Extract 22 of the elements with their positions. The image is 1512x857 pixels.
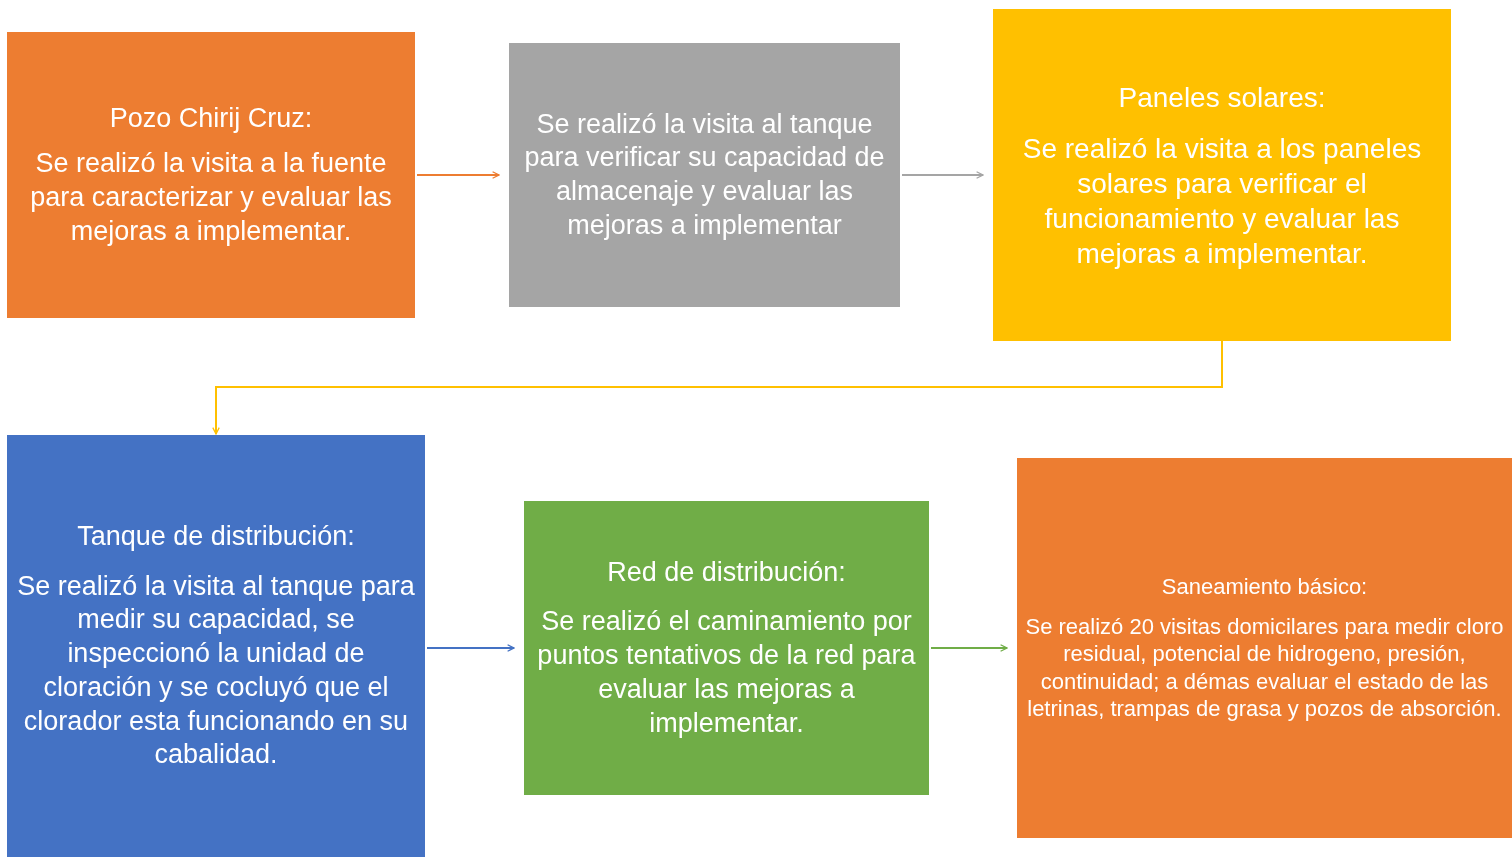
arrow [901, 171, 984, 179]
box-heading: Red de distribución: [607, 555, 846, 589]
box-text: Se realizó el caminamiento por puntos tentativos de la red para evaluar las mejoras a implementar. [536, 605, 917, 740]
process-box [7, 435, 425, 857]
process-box [7, 32, 415, 318]
process-box [1017, 458, 1512, 838]
arrow [212, 340, 1223, 435]
box-heading: Paneles solares: [1118, 80, 1326, 115]
box-text: Se realizó la visita a los paneles solares para verificar el funcionamiento y evaluar las mejoras a implementar. [1021, 131, 1423, 271]
process-box [524, 501, 929, 795]
box-text: Se realizó 20 visitas domicilares para medir cloro residual, potencial de hidrogeno, presión, continuidad; a démas evaluar el estado de las letrinas, trampas de grasa y pozos de absorción. [1025, 612, 1504, 723]
box-text: Se realizó la visita a la fuente para caracterizar y evaluar las mejoras a implementar. [29, 147, 393, 248]
box-heading: Tanque de distribución: [77, 519, 355, 553]
arrow [426, 644, 515, 652]
box-heading: Saneamiento básico: [1161, 573, 1368, 601]
box-text: Se realizó la visita al tanque para medir su capacidad, se inspeccionó la unidad de cloración y se cocluyó que el clorador esta funcionando en su cabalidad. [16, 569, 416, 772]
arrow [930, 644, 1008, 652]
arrow [416, 171, 500, 179]
box-heading: Pozo Chirij Cruz: [109, 101, 313, 135]
process-box [993, 9, 1451, 341]
process-box [509, 43, 900, 307]
box-text: Se realizó la visita al tanque para verificar su capacidad de almacenaje y evaluar las mejoras a implementar [523, 107, 886, 242]
